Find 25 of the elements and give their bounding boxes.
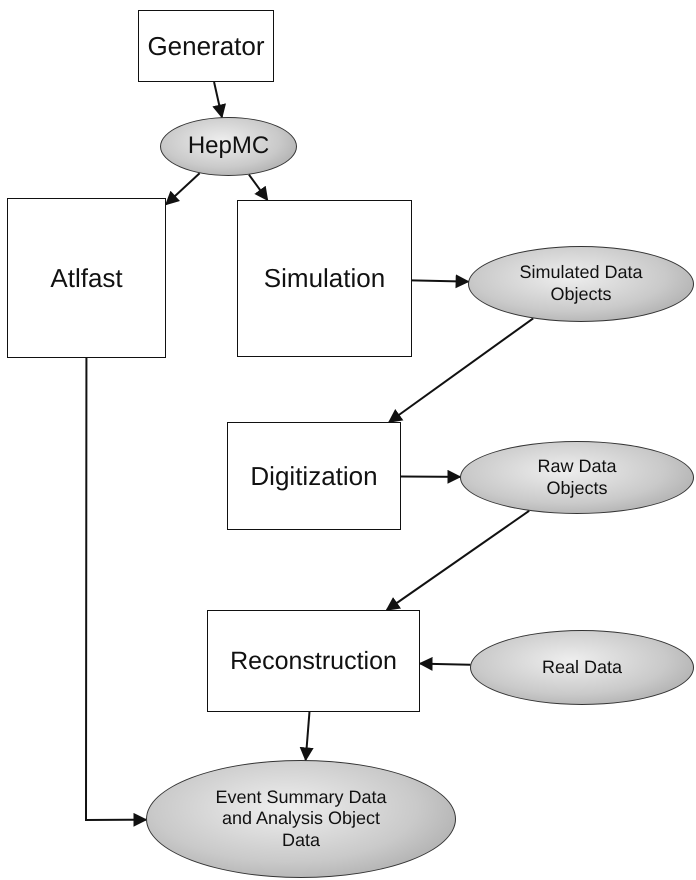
node-label: Simulated Data Objects [519,262,643,306]
process-box [207,610,420,712]
node-label: Real Data [542,656,622,678]
node-label: Generator [147,30,265,62]
arrow [386,510,530,611]
process-box [7,198,166,358]
node-label: Reconstruction [230,646,397,676]
arrow [418,656,470,671]
arrow [164,172,200,206]
arrow [212,82,226,118]
node-label: HepMC [188,132,270,161]
node-label: Atlfast [50,262,123,294]
node-label: Raw Data Objects [536,456,618,500]
node-label: Simulation [264,263,386,294]
node-label: Event Summary Data and Analysis Object Data [214,786,388,852]
arrow [85,358,148,827]
arrow [412,274,470,288]
arrow [300,712,314,762]
arrow [248,174,268,202]
process-box [138,10,274,82]
process-box [237,200,412,357]
arrow [388,318,534,423]
node-label: Digitization [250,460,378,492]
process-box [227,422,401,530]
arrow [401,470,462,484]
